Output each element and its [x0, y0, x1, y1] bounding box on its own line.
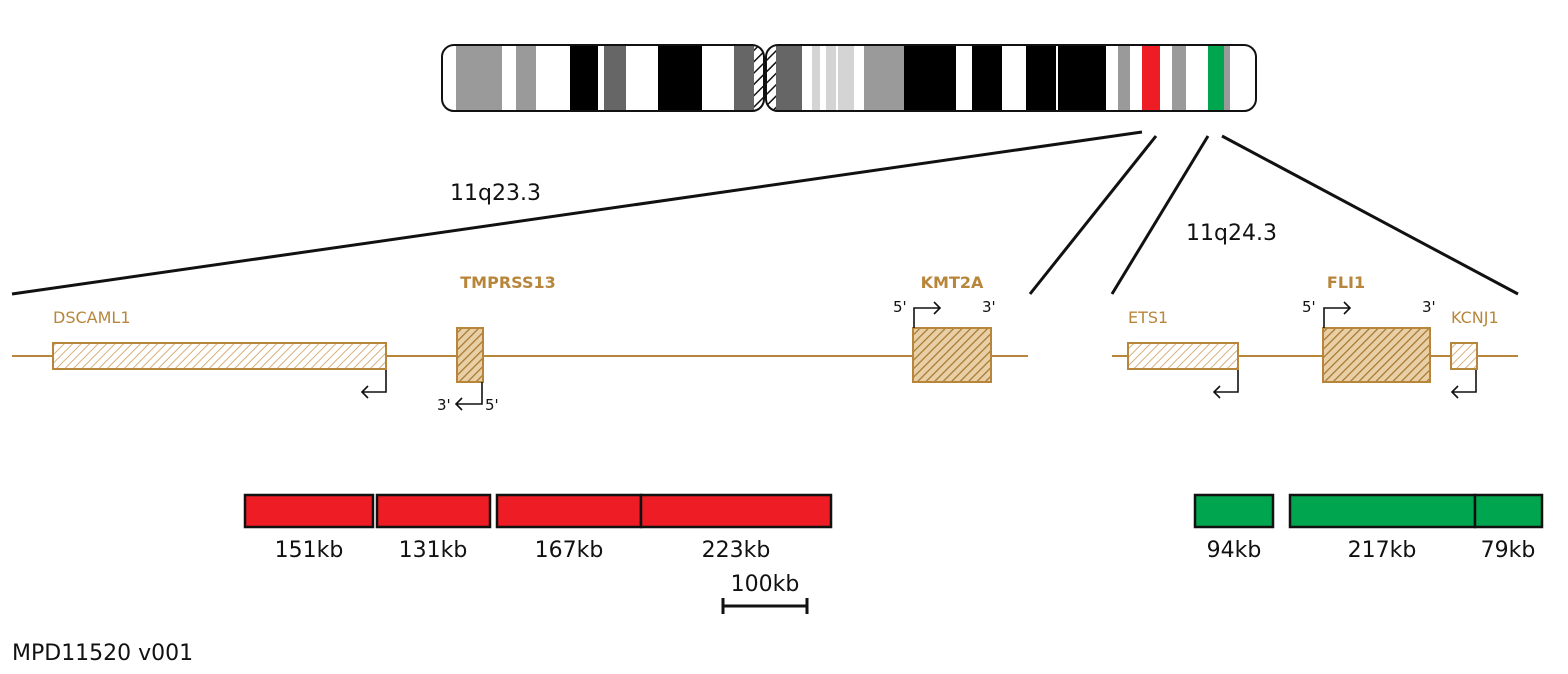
- probe-green-segment-1: [1193, 493, 1275, 529]
- fli1-3-prime-label: 3': [1422, 298, 1436, 316]
- probe-green-segment-3: [1473, 493, 1544, 529]
- gene-label-tmprss13: TMPRSS13: [460, 273, 555, 292]
- direction-arrow-ets1-icon: [1212, 370, 1239, 399]
- gene-box-dscaml1: [52, 342, 387, 370]
- probe-set-red: 151kb 131kb 167kb 223kb: [243, 493, 833, 563]
- gene-label-ets1: ETS1: [1128, 308, 1168, 327]
- kmt2a-5-prime-label: 5': [893, 298, 907, 316]
- probe-green-size-1: 94kb: [1207, 538, 1262, 563]
- gene-box-kcnj1: [1450, 342, 1478, 370]
- direction-arrow-fli1-icon: [1323, 301, 1352, 328]
- region-label-11q24-3: 11q24.3: [1186, 221, 1277, 246]
- probe-red-segment-1: [243, 493, 375, 529]
- chromosome-band-red: [1142, 45, 1160, 111]
- gene-label-kcnj1: KCNJ1: [1451, 308, 1499, 327]
- gene-label-dscaml1: DSCAML1: [53, 308, 131, 327]
- direction-arrow-tmprss13-icon: [454, 382, 483, 411]
- probe-red-segment-3: [495, 493, 643, 529]
- zoom-line-right-outer: [1221, 134, 1519, 296]
- gene-track-right: ETS1 FLI1 KCNJ1 5' 3': [1112, 273, 1518, 399]
- zoom-line-right-inner: [1110, 135, 1210, 295]
- probe-red-segment-4: [639, 493, 833, 529]
- probe-red-segment-2: [375, 493, 492, 529]
- gene-box-tmprss13: [456, 327, 484, 383]
- chromosome-p-arm-outline: [441, 44, 765, 112]
- chromosome-p-arm: [442, 45, 764, 111]
- chromosome-band-green: [1208, 45, 1224, 111]
- probe-set-green: 94kb 217kb 79kb: [1193, 493, 1544, 563]
- fli1-5-prime-label: 5': [1302, 298, 1316, 316]
- zoom-lines: [11, 130, 1519, 296]
- probe-red-size-2: 131kb: [399, 538, 468, 563]
- probe-red-size-3: 167kb: [535, 538, 604, 563]
- probe-green-size-3: 79kb: [1481, 538, 1536, 563]
- scale-bar: 100kb: [721, 572, 809, 614]
- probe-green-segment-2: [1288, 493, 1477, 529]
- chromosome-q-arm-outline: [765, 44, 1257, 112]
- direction-arrow-kmt2a-icon: [913, 301, 942, 328]
- direction-arrow-kcnj1-icon: [1450, 370, 1477, 399]
- region-label-11q23-3: 11q23.3: [450, 181, 541, 206]
- gene-box-fli1: [1322, 327, 1431, 383]
- scale-bar-label: 100kb: [731, 572, 800, 597]
- probe-red-size-4: 223kb: [702, 538, 771, 563]
- direction-arrow-dscaml1-icon: [360, 370, 387, 399]
- probe-red-size-1: 151kb: [275, 538, 344, 563]
- zoom-line-left-outer: [11, 130, 1143, 296]
- gene-track-left: DSCAML1 TMPRSS13 KMT2A 3' 5' 5' 3': [12, 273, 1028, 414]
- gene-label-fli1: FLI1: [1327, 273, 1365, 292]
- tmprss13-3-prime-label: 3': [437, 396, 451, 414]
- kmt2a-3-prime-label: 3': [982, 298, 996, 316]
- product-reference: MPD11520 v001: [12, 641, 193, 666]
- gene-box-kmt2a: [912, 327, 992, 383]
- probe-green-size-2: 217kb: [1348, 538, 1417, 563]
- chromosome-11-ideogram: [441, 44, 1257, 112]
- tmprss13-5-prime-label: 5': [485, 396, 499, 414]
- gene-label-kmt2a: KMT2A: [921, 273, 984, 292]
- chromosome-q-arm: [766, 45, 1256, 111]
- gene-box-ets1: [1127, 342, 1239, 370]
- zoom-line-left-inner: [1028, 135, 1158, 295]
